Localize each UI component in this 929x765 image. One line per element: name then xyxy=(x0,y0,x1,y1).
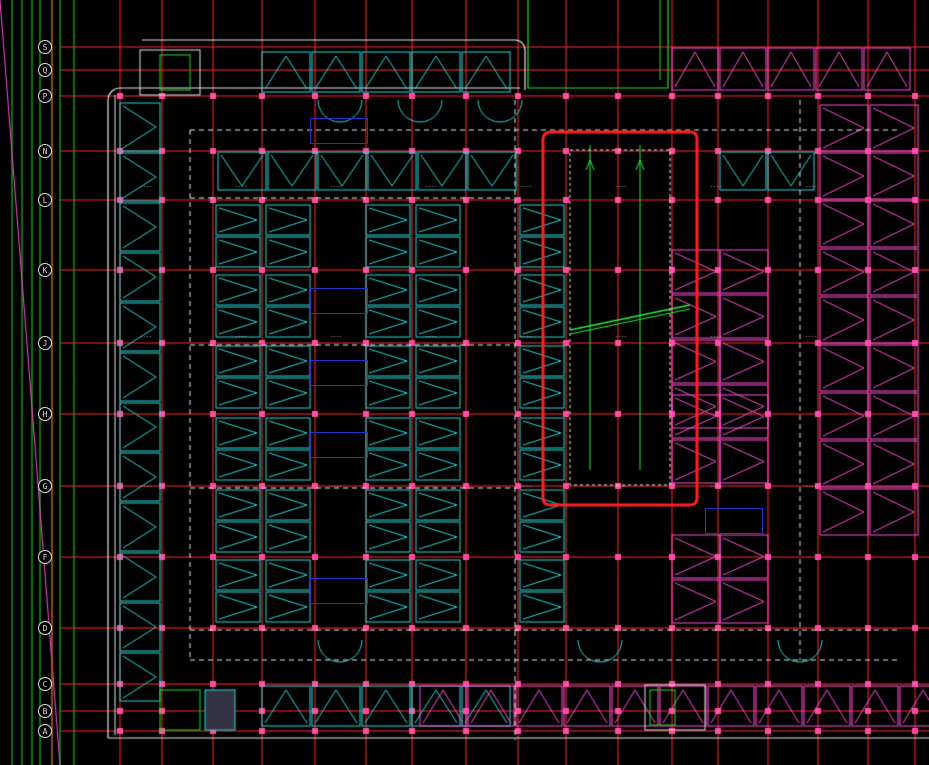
grid-axis-l: L xyxy=(38,193,52,207)
grid-axis-g: G xyxy=(38,479,52,493)
grid-axis-a: A xyxy=(38,724,52,738)
grid-axis-p: P xyxy=(38,89,52,103)
grid-axis-c: C xyxy=(38,677,52,691)
parking-note-5 xyxy=(310,578,368,604)
parking-note-6 xyxy=(705,508,763,534)
grid-axis-q: Q xyxy=(38,63,52,77)
parking-note-1 xyxy=(310,118,368,144)
grid-axis-s: S xyxy=(38,40,52,54)
parking-note-2 xyxy=(310,288,368,314)
grid-axis-h: H xyxy=(38,407,52,421)
grid-axis-k: K xyxy=(38,263,52,277)
parking-note-4 xyxy=(310,432,368,458)
grid-axis-b: B xyxy=(38,704,52,718)
grid-axis-d: D xyxy=(38,621,52,635)
grid-axis-f: F xyxy=(38,550,52,564)
grid-axis-n: N xyxy=(38,144,52,158)
parking-note-3 xyxy=(310,360,368,386)
grid-axis-j: J xyxy=(38,336,52,350)
